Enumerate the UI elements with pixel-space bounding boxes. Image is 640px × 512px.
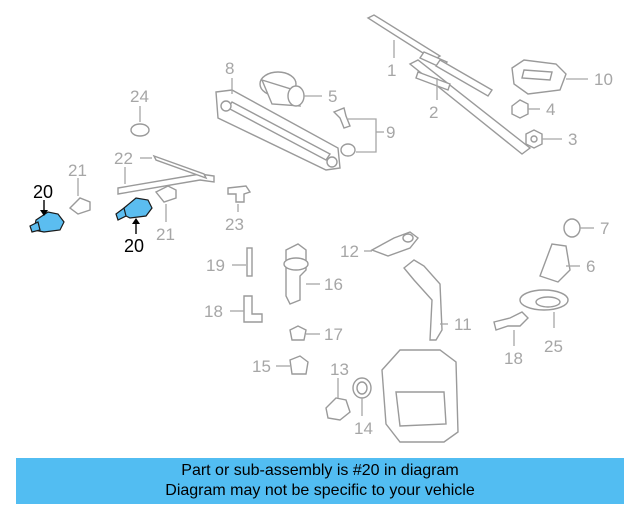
callout-11: 11 (454, 315, 472, 334)
gasket-part (364, 231, 419, 257)
washer-hose-part (117, 154, 215, 195)
t-connector-part (227, 185, 252, 212)
callout-7: 7 (600, 219, 609, 238)
callout-3: 3 (568, 130, 577, 149)
callout-12: 12 (340, 242, 359, 261)
grommet-part (130, 106, 150, 137)
nut-part (525, 129, 562, 149)
parts-diagram: 1 2 10 4 3 8 5 (29, 14, 613, 443)
callout-16: 16 (324, 275, 343, 294)
bracket-part (539, 243, 580, 283)
elbow-connector-part-a (230, 295, 263, 323)
callout-6: 6 (586, 257, 595, 276)
connector-part-a (68, 178, 91, 215)
callout-1: 1 (387, 61, 396, 80)
bump-stop-part (563, 218, 594, 238)
callout-8: 8 (225, 59, 234, 78)
callout-19: 19 (206, 256, 225, 275)
washer-nozzle-highlighted-a (29, 200, 65, 233)
washer-pump-part (283, 243, 320, 305)
callout-14: 14 (354, 419, 373, 438)
callout-18a: 18 (204, 302, 223, 321)
sensor-cap-part (276, 355, 309, 375)
level-sensor-part (325, 378, 351, 421)
callout-17: 17 (324, 325, 343, 344)
callout-9: 9 (386, 123, 395, 142)
wiper-blade-part (408, 59, 532, 155)
pin-part (232, 247, 253, 277)
nozzle-mount-part (519, 289, 569, 328)
callout-4: 4 (546, 100, 555, 119)
callout-2: 2 (429, 103, 438, 122)
callout-22: 22 (114, 149, 133, 168)
cap-part (511, 99, 540, 119)
washer-reservoir-part (381, 259, 459, 443)
callout-23: 23 (225, 215, 244, 234)
screw-part (332, 107, 384, 157)
pump-grommet-part (289, 325, 320, 341)
callout-20b: 20 (124, 236, 144, 256)
callout-24: 24 (130, 87, 149, 106)
wiper-arm-part (366, 14, 493, 97)
callout-10: 10 (594, 70, 613, 89)
seal-ring-part (352, 377, 372, 416)
callout-21a: 21 (68, 161, 87, 180)
callout-15: 15 (252, 357, 271, 376)
callout-20a: 20 (33, 182, 53, 202)
caption-line-2: Diagram may not be specific to your vehi… (165, 482, 475, 499)
callout-21b: 21 (156, 225, 175, 244)
callout-13: 13 (330, 360, 349, 379)
washer-nozzle-highlighted-b (115, 197, 153, 234)
caption-line-1: Part or sub-assembly is #20 in diagram (181, 462, 459, 479)
elbow-connector-part-b (493, 311, 529, 346)
caption-banner: Part or sub-assembly is #20 in diagram D… (16, 458, 624, 504)
wiper-motor-part (259, 71, 322, 107)
callout-25: 25 (544, 337, 563, 356)
motor-cover-part (511, 59, 588, 95)
linkage-frame-part (215, 78, 341, 171)
connector-part-b (154, 185, 177, 222)
callout-18b: 18 (504, 349, 523, 368)
callout-5: 5 (328, 87, 337, 106)
